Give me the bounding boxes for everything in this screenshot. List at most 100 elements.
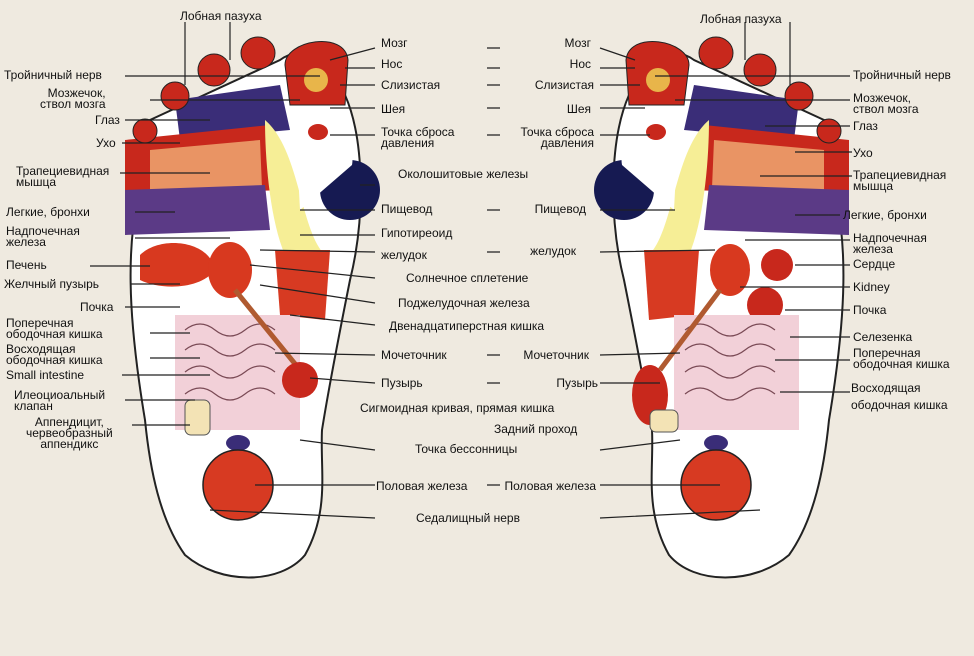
label-center-bladder: Пузырь — [381, 376, 423, 390]
label-right-frontal-sinus: Лобная пазуха — [700, 12, 782, 26]
label-center-duodenum: Двенадцатиперстная кишка — [389, 319, 545, 333]
left-insomnia-spot — [226, 435, 250, 451]
right-toe-5 — [816, 118, 842, 144]
label-center-gonad: Половая железа — [376, 479, 468, 493]
left-stomach-zone — [275, 250, 330, 320]
right-kidney-spot — [747, 287, 783, 323]
left-pressure-spot — [308, 124, 328, 140]
right-yellow-zone — [649, 120, 709, 255]
left-liver — [140, 243, 215, 287]
left-toe-4 — [160, 81, 190, 111]
label-center-neck: Шея — [381, 102, 406, 116]
right-anus-spot — [649, 409, 679, 433]
right-foot — [594, 36, 849, 579]
label-center-solar-plexus: Солнечное сплетение — [406, 271, 529, 285]
label-center-nose: Нос — [381, 57, 403, 71]
label-right-kidney-en: Kidney — [853, 280, 890, 294]
label-center-pancreas: Поджелудочная железа — [398, 296, 530, 310]
label-right-heart: Сердце — [853, 257, 896, 271]
right-lung-band — [704, 185, 849, 235]
right-insomnia-spot — [704, 435, 728, 451]
label-left-trapezius: Трапециевидная мышца — [16, 164, 110, 189]
label-right-transverse-colon: Поперечная ободочная кишка — [853, 346, 950, 371]
label-center-hypothyroid: Гипотиреоид — [381, 226, 453, 240]
label-right-trigeminal: Тройничный нерв — [853, 68, 951, 82]
label-center-right-ureter: Мочеточник — [523, 348, 589, 362]
label-left-kidney: Почка — [80, 300, 114, 314]
label-center-right-neck: Шея — [566, 102, 591, 116]
right-pressure-spot — [646, 124, 666, 140]
label-left-appendix: Аппендицит, червеобразный аппендикс — [26, 415, 113, 451]
label-left-small-intestine: Small intestine — [6, 368, 85, 382]
right-heart — [761, 249, 793, 281]
label-center-insomnia: Точка бессонницы — [415, 442, 518, 456]
right-toe-4 — [784, 81, 814, 111]
label-right-kidney: Почка — [853, 303, 887, 317]
label-right-spleen: Селезенка — [853, 330, 913, 344]
label-center-mucous: Слизистая — [381, 78, 441, 92]
right-intestine-zone — [674, 315, 799, 430]
left-intestine-folds — [184, 323, 276, 401]
left-toe-2 — [240, 36, 276, 70]
left-foot — [125, 36, 380, 579]
label-left-ileocecal: Илеоциоальный клапан — [14, 388, 106, 413]
left-toe-5 — [132, 118, 158, 144]
label-left-cerebellum: Мозжечок, ствол мозга — [40, 86, 106, 111]
left-kidney — [208, 242, 252, 298]
right-intestine-folds — [684, 323, 776, 401]
label-center-sciatic: Седалищный нерв — [416, 511, 520, 525]
label-center-anus: Задний проход — [494, 422, 578, 436]
label-center-right-pressure: Точка сброса давления — [520, 125, 594, 150]
right-brain-spot — [646, 68, 670, 92]
left-trapezius-zone — [150, 140, 262, 190]
label-right-cerebellum: Мозжечок, ствол мозга — [853, 91, 919, 116]
left-lung-band — [125, 185, 270, 235]
label-center-brain: Мозг — [381, 36, 408, 50]
right-stomach-zone — [644, 250, 699, 320]
label-right-descending-colon: Восходящая ободочная кишка — [851, 381, 948, 412]
label-center-right-brain: Мозг — [564, 36, 591, 50]
label-center-right-bladder: Пузырь — [556, 376, 598, 390]
label-center-parathyroid: Околошитовые железы — [398, 167, 529, 181]
label-center-stomach: желудок — [381, 248, 427, 262]
label-center-right-mucous: Слизистая — [534, 78, 594, 92]
label-right-ear: Ухо — [853, 146, 873, 160]
label-left-eye: Глаз — [95, 113, 120, 127]
label-center-right-nose: Нос — [569, 57, 591, 71]
left-white-zone — [295, 115, 353, 210]
label-left-ascending-colon: Восходящая ободочная кишка — [6, 342, 103, 367]
right-white-zone — [621, 115, 679, 210]
right-ureter — [658, 288, 722, 372]
leader-lines — [90, 22, 852, 519]
label-center-sigmoid: Сигмоидная кривая, прямая кишка — [360, 401, 555, 415]
label-center-esophagus: Пищевод — [381, 202, 433, 216]
label-left-transverse-colon: Поперечная ободочная кишка — [6, 316, 103, 341]
left-toe-3 — [197, 53, 231, 87]
label-center-ureter: Мочеточник — [381, 348, 447, 362]
left-brain-spot — [304, 68, 328, 92]
right-toe-2 — [698, 36, 734, 70]
label-left-adrenal: Надпочечная железа — [6, 224, 80, 249]
label-right-lungs: Легкие, бронхи — [843, 208, 927, 222]
label-center-right-gonad: Половая железа — [504, 479, 596, 493]
label-left-liver: Печень — [6, 258, 47, 272]
label-right-eye: Глаз — [853, 119, 878, 133]
label-left-frontal-sinus: Лобная пазуха — [180, 9, 262, 23]
left-yellow-zone — [265, 120, 325, 255]
label-left-trigeminal: Тройничный нерв — [4, 68, 102, 82]
right-toe-3 — [743, 53, 777, 87]
label-center-pressure: Точка сброса давления — [381, 125, 455, 150]
left-appendix — [184, 399, 211, 436]
label-right-trapezius: Трапециевидная мышца — [853, 168, 947, 193]
label-left-lungs: Легкие, бронхи — [6, 205, 90, 219]
left-bladder — [282, 362, 318, 398]
label-center-right-stomach: желудок — [530, 244, 576, 258]
label-left-gallbladder: Желчный пузырь — [4, 277, 100, 291]
right-kidney — [710, 244, 750, 296]
left-ureter — [233, 288, 302, 372]
label-left-ear: Ухо — [96, 136, 116, 150]
label-right-adrenal: Надпочечная железа — [853, 231, 927, 256]
label-center-right-esophagus: Пищевод — [534, 202, 586, 216]
